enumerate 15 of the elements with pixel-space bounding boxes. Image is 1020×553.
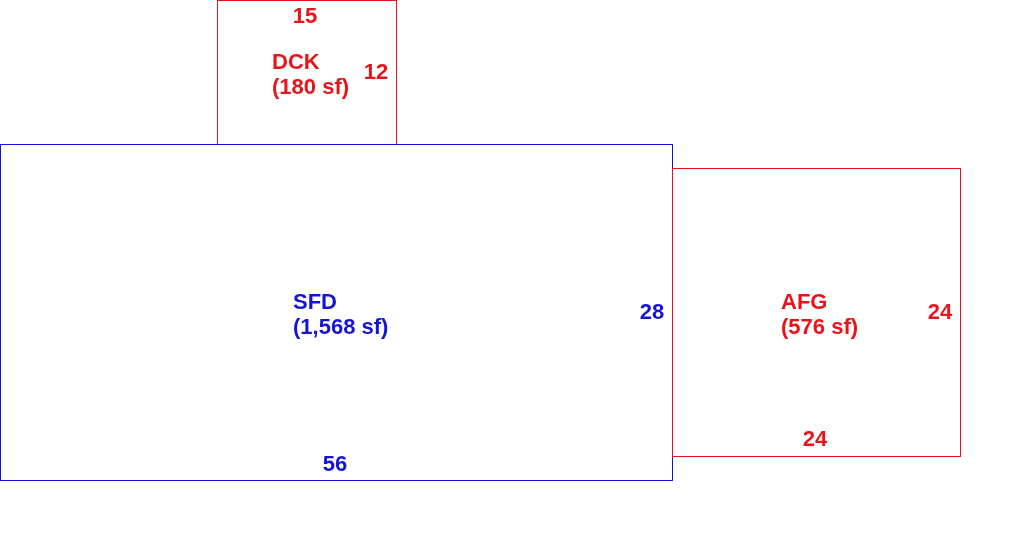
dimension-label: 56 <box>322 450 348 476</box>
area-label: (180 sf) <box>272 74 350 99</box>
dimension-label: 24 <box>927 298 953 324</box>
dimension-label: 28 <box>639 298 665 324</box>
room-name: SFD <box>293 289 338 314</box>
room-name: DCK <box>272 49 321 74</box>
room-outline <box>217 0 397 145</box>
room-name: AFG <box>781 289 829 314</box>
area-label: (1,568 sf) <box>293 314 389 339</box>
room-outline <box>672 168 961 457</box>
dimension-label: 15 <box>292 2 318 28</box>
dimension-label: 24 <box>802 425 828 451</box>
room-outline <box>0 144 673 481</box>
dimension-label: 12 <box>363 58 389 84</box>
area-label: (576 sf) <box>781 314 859 339</box>
